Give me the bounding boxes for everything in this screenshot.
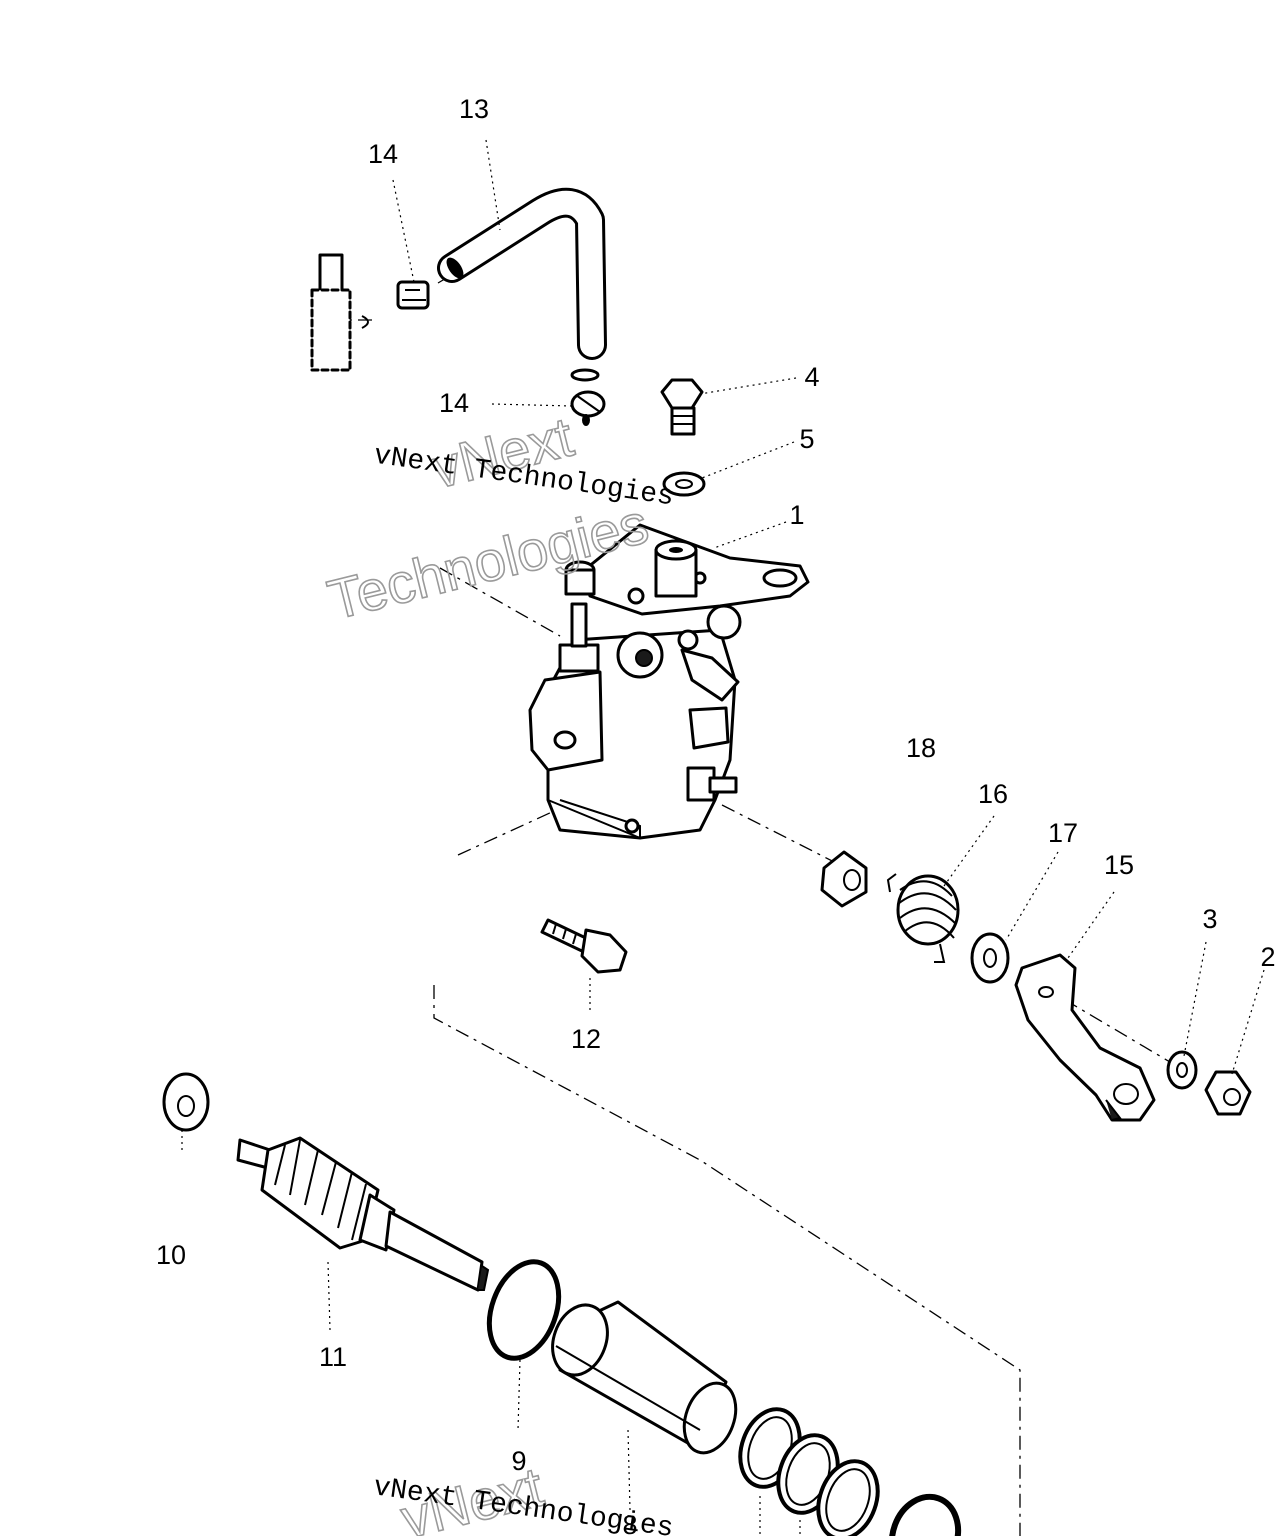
callout-12: 12 [571,1024,601,1054]
callout-14-upper: 14 [368,139,398,169]
nut [1204,1070,1252,1116]
callout-18: 18 [906,733,936,763]
callout-14-lower: 14 [439,388,469,418]
callout-13: 13 [459,94,489,124]
shim-rings [738,1407,962,1536]
mounting-screw [540,918,628,974]
pump-control-lever [1014,953,1156,1122]
callout-1: 1 [789,500,804,530]
callout-10: 10 [156,1240,186,1270]
o-ring [486,1259,562,1361]
thrust-washer [162,1072,210,1132]
callout-9: 9 [511,1446,526,1476]
bushing-sleeve [551,1300,738,1455]
callout-15: 15 [1104,850,1134,880]
hose [437,187,607,382]
leader-lines [181,139,1265,1536]
watermark-word: Technologies [322,491,654,631]
roller [820,850,868,908]
washer [970,932,1010,984]
hose-clamp-upper [396,280,430,310]
hose-clamp-lower [570,390,606,426]
callout-4: 4 [804,362,819,392]
callout-17: 17 [1048,818,1078,848]
callout-2: 2 [1260,942,1275,972]
callout-labels: 13 14 14 4 5 1 18 16 17 15 3 2 12 10 11 … [156,94,1276,1536]
callout-3: 3 [1202,904,1217,934]
banjo-bolt [660,378,704,436]
callout-11: 11 [319,1342,347,1372]
callout-16: 16 [978,779,1008,809]
callout-8: 8 [622,1510,637,1536]
watermark-bottom: vNext vNext Technologies [371,1454,675,1536]
lock-washer [1166,1050,1198,1090]
callout-5: 5 [799,424,814,454]
sealing-washer [662,471,706,497]
pump-drive-gear [236,1136,490,1292]
oil-pump-body [528,523,810,840]
return-spring [886,873,960,963]
fitting [310,253,369,372]
